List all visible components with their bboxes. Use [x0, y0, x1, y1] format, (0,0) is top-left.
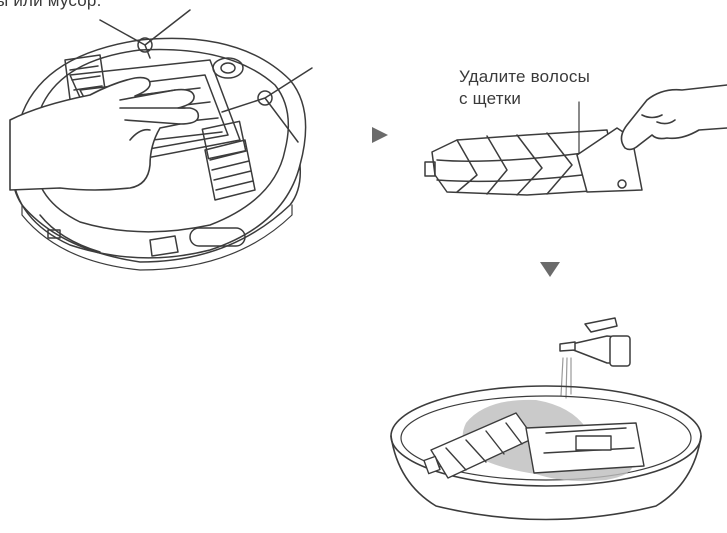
- arrow-right-icon: [372, 127, 388, 143]
- basin-illustration: [386, 378, 706, 528]
- hand-icon: [621, 85, 727, 149]
- hand-icon: [10, 78, 198, 190]
- arrow-down-icon: [540, 262, 560, 277]
- robot-vacuum-bottom-illustration: [0, 0, 320, 270]
- brush-roll-illustration: [417, 80, 727, 210]
